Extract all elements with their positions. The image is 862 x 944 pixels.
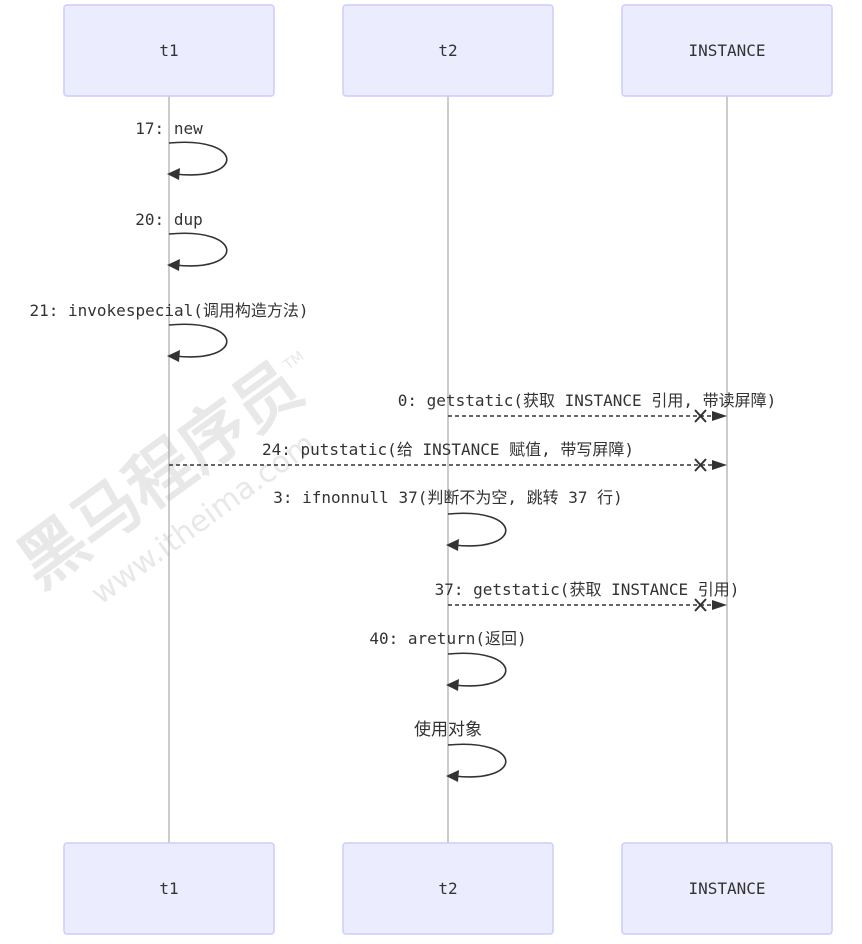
message-40-areturn: 40: areturn(返回) — [369, 629, 527, 691]
arrow-head — [167, 168, 180, 180]
arrow-head — [446, 770, 459, 782]
arrow-head — [712, 460, 727, 470]
arrow-head — [712, 411, 727, 421]
message-label: 0: getstatic(获取 INSTANCE 引用, 带读屏障) — [398, 391, 776, 410]
arrow-head — [446, 679, 459, 691]
arrow-head — [167, 259, 180, 271]
message-0-getstatic: 0: getstatic(获取 INSTANCE 引用, 带读屏障) — [398, 391, 776, 423]
actor-t2-top: t2 — [342, 4, 554, 97]
actor-instance-bottom: INSTANCE — [621, 842, 833, 935]
actor-t2-bottom-label: t2 — [438, 879, 457, 898]
arrow-head — [712, 600, 727, 610]
message-label: 24: putstatic(给 INSTANCE 赋值, 带写屏障) — [262, 440, 634, 459]
actor-t2-bottom: t2 — [342, 842, 554, 935]
actor-instance-top: INSTANCE — [621, 4, 833, 97]
watermark: 黑马程序员 TM www.itheima.com — [4, 347, 322, 612]
message-21-invokespecial: 21: invokespecial(调用构造方法) — [29, 301, 309, 362]
actor-t1-top-label: t1 — [159, 41, 178, 60]
message-label: 37: getstatic(获取 INSTANCE 引用) — [435, 580, 740, 599]
actor-t1-top: t1 — [63, 4, 275, 97]
cross-mark — [694, 458, 707, 472]
actor-instance-bottom-label: INSTANCE — [688, 879, 765, 898]
message-24-putstatic: 24: putstatic(给 INSTANCE 赋值, 带写屏障) — [169, 440, 727, 472]
cross-mark — [694, 598, 707, 612]
message-label: 20: dup — [135, 210, 202, 229]
actor-t1-bottom: t1 — [63, 842, 275, 935]
message-label: 3: ifnonnull 37(判断不为空, 跳转 37 行) — [273, 488, 623, 507]
message-use-object: 使用对象 — [414, 719, 507, 782]
actor-t1-bottom-label: t1 — [159, 879, 178, 898]
message-label: 使用对象 — [414, 719, 482, 740]
actor-instance-top-label: INSTANCE — [688, 41, 765, 60]
arrow-head — [446, 539, 459, 551]
message-37-getstatic: 37: getstatic(获取 INSTANCE 引用) — [435, 580, 740, 612]
actor-t2-top-label: t2 — [438, 41, 457, 60]
message-20-dup: 20: dup — [135, 210, 228, 271]
cross-mark — [694, 409, 707, 423]
message-3-ifnonnull: 3: ifnonnull 37(判断不为空, 跳转 37 行) — [273, 488, 623, 551]
arrow-head — [167, 350, 180, 362]
message-label: 17: new — [135, 119, 203, 138]
message-label: 21: invokespecial(调用构造方法) — [29, 301, 308, 320]
message-label: 40: areturn(返回) — [369, 629, 526, 648]
message-17-new: 17: new — [135, 119, 228, 180]
